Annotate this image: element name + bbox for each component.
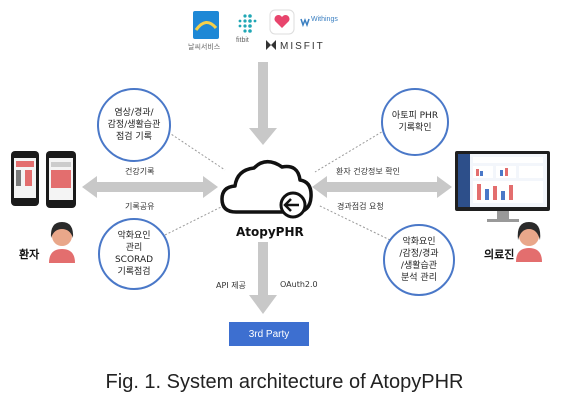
bubble-phr-review: 아토피 PHR 기록확인 <box>381 88 449 156</box>
weather-service-label: 날씨서비스 <box>188 44 221 51</box>
bubble-connectors <box>164 129 391 241</box>
withings-label: Withings <box>311 16 338 23</box>
patient-phones <box>11 151 76 208</box>
bubble-phr-review-text: 아토피 PHR 기록확인 <box>391 111 439 133</box>
misfit-icon <box>266 40 276 50</box>
bubble-analysis-management: 악화요인 /감정/경과 /생활습관 분석 관리 <box>383 224 455 296</box>
figure-caption: Fig. 1. System architecture of AtopyPHR <box>105 371 464 393</box>
record-share-label: 기록공유 <box>125 202 155 211</box>
medical-staff-avatar-icon <box>516 222 542 262</box>
misfit-label: MISFIT <box>280 41 325 52</box>
platform-to-third-party-arrow <box>249 242 277 314</box>
medical-dashboard-monitor <box>455 151 550 222</box>
patient-avatar-icon <box>49 222 75 263</box>
bubble-record-check: 염상/경과/ 감정/생활습관 점검 기록 <box>97 88 171 162</box>
patient-platform-arrow <box>82 176 218 198</box>
cloud-platform-icon <box>220 160 313 219</box>
fitbit-icon <box>238 14 257 33</box>
platform-medical-arrow <box>312 176 452 198</box>
third-party-label: 3rd Party <box>248 328 290 340</box>
providers-to-platform-arrow <box>249 62 277 145</box>
oauth-label: OAuth2.0 <box>280 280 318 289</box>
health-record-label: 건강기록 <box>125 167 155 176</box>
bubble-scorad-check: 악화요인 관리 SCORAD 기록점검 <box>98 218 170 290</box>
progress-check-request-label: 경과점검 요청 <box>337 202 384 211</box>
health-app-heart-icon <box>269 9 295 35</box>
weather-service-icon <box>193 11 219 39</box>
withings-icon <box>300 17 310 28</box>
platform-title: AtopyPHR <box>236 225 304 239</box>
bubble-analysis-management-text: 악화요인 /감정/경과 /생활습관 분석 관리 <box>399 237 439 283</box>
third-party-box: 3rd Party <box>229 322 309 346</box>
patient-label: 환자 <box>19 248 40 261</box>
bubble-record-check-text: 염상/경과/ 감정/생활습관 점검 기록 <box>107 108 161 142</box>
medical-staff-label: 의료진 <box>484 248 515 261</box>
fitbit-label: fitbit <box>236 37 249 44</box>
bubble-scorad-check-text: 악화요인 관리 SCORAD 기록점검 <box>114 231 154 277</box>
patient-health-check-label: 환자 건강정보 확인 <box>336 167 400 176</box>
api-provision-label: API 제공 <box>216 281 246 290</box>
